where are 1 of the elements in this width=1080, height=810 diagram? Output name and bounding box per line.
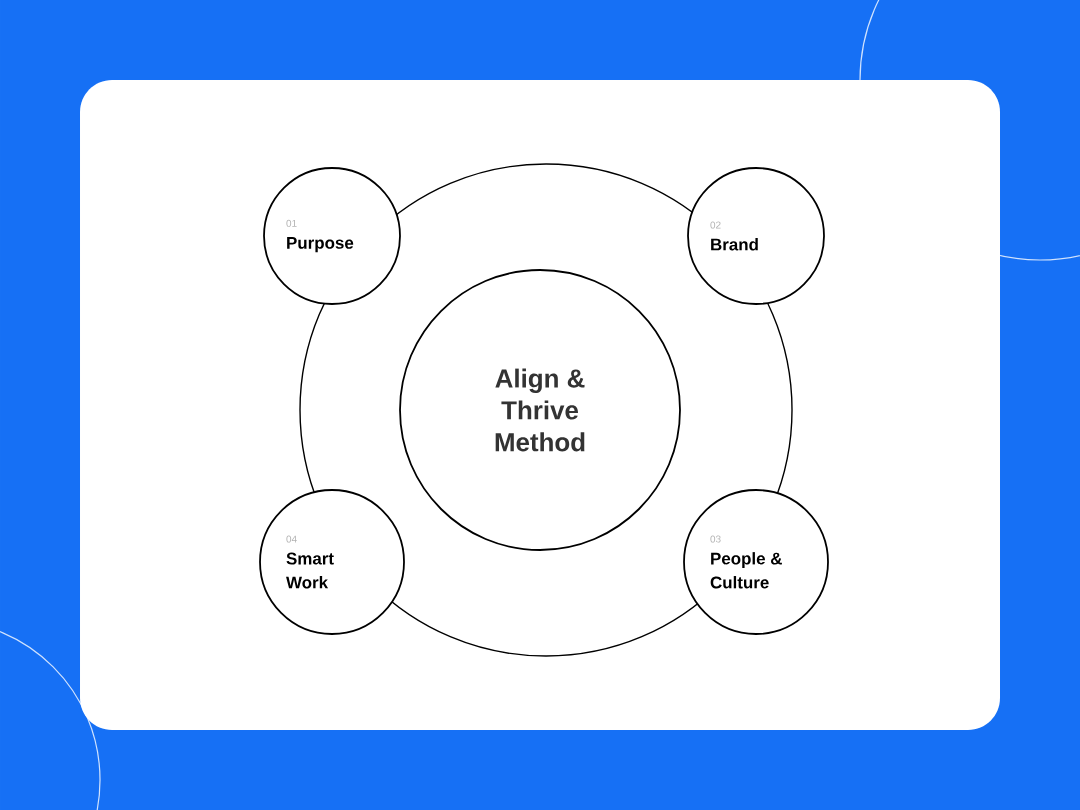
circle-node: Align & Thrive Method — [399, 269, 681, 551]
